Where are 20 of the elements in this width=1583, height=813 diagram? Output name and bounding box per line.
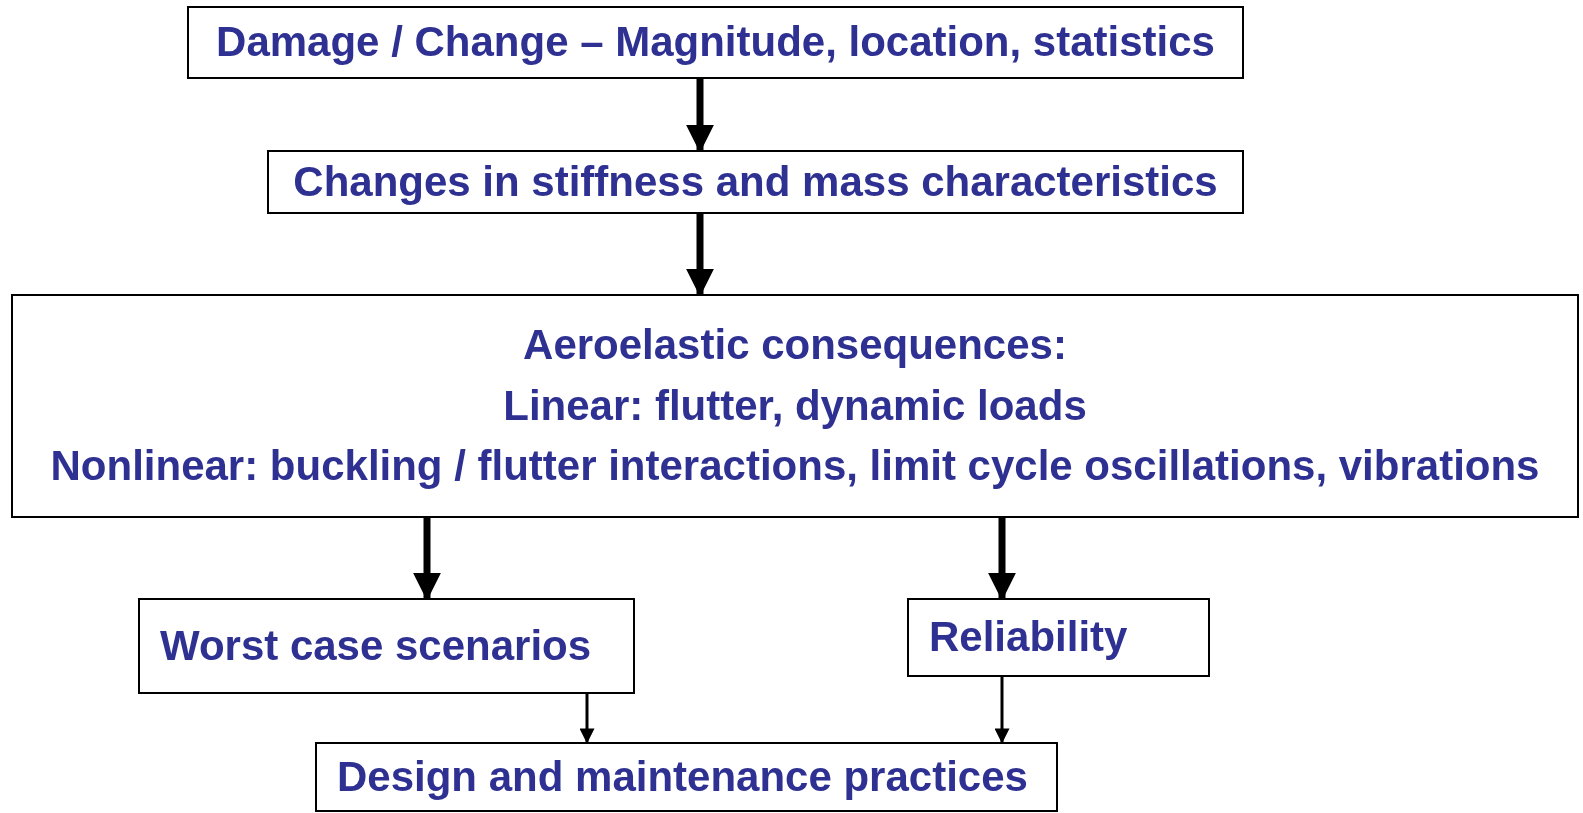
box-text: Aeroelastic consequences: (523, 320, 1067, 371)
arrow (988, 518, 1016, 601)
arrow (413, 518, 441, 601)
box-text: Linear: flutter, dynamic loads (503, 380, 1087, 431)
box-text: Design and maintenance practices (337, 751, 1028, 802)
process-box (11, 294, 1579, 518)
process-box (138, 598, 635, 694)
process-box (267, 150, 1244, 214)
arrow (579, 694, 595, 744)
process-box (315, 742, 1058, 812)
arrow (994, 677, 1010, 744)
box-text: Worst case scenarios (160, 620, 592, 671)
box-text: Changes in stiffness and mass characteristics (293, 156, 1218, 207)
process-box (907, 598, 1210, 677)
arrow (686, 214, 714, 297)
box-text: Damage / Change – Magnitude, location, statistics (216, 17, 1215, 68)
arrow (686, 79, 714, 153)
process-box (187, 6, 1244, 79)
box-text: Nonlinear: buckling / flutter interactions, limit cycle oscillations, vibrations (50, 441, 1540, 492)
box-text: Reliability (929, 612, 1128, 663)
